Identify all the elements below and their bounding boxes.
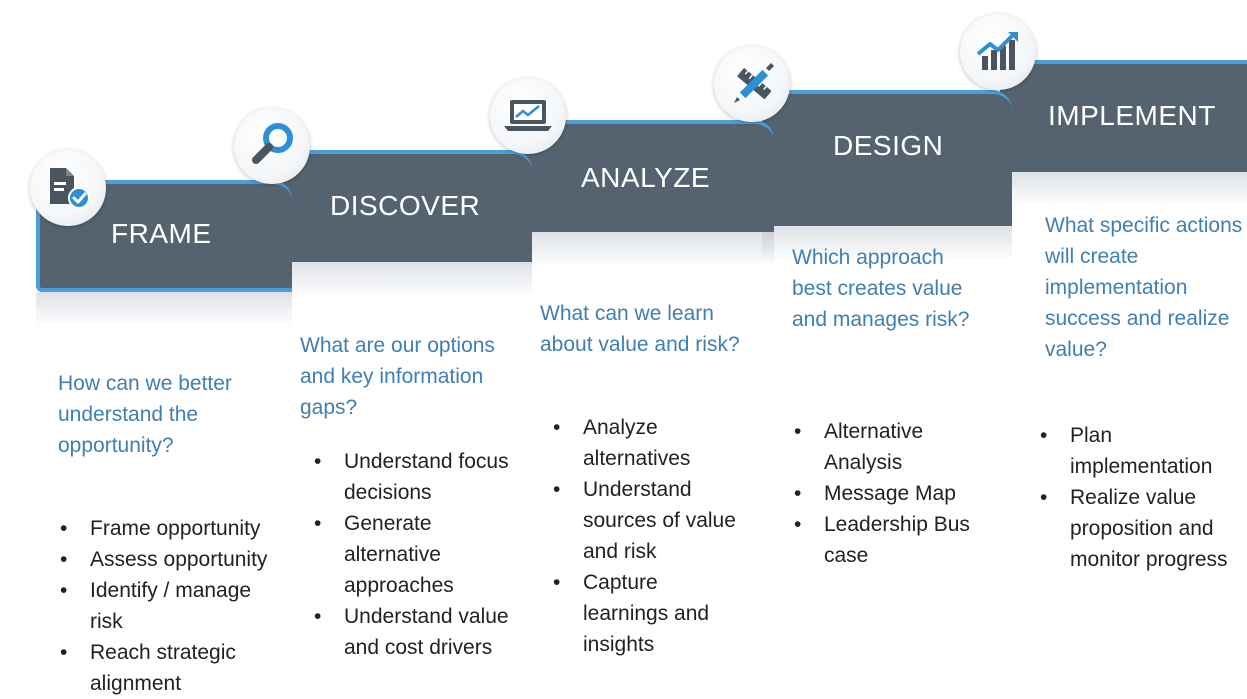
list-item: Realize value proposition and monitor pr… [1032,482,1240,575]
list-item: Assess opportunity [52,544,277,575]
analyze-block [520,120,774,232]
pencil-ruler-icon [714,46,790,122]
list-item: Reach strategic alignment [52,637,260,699]
bullets-frame: Frame opportunity Assess opportunity Ide… [52,513,277,699]
discover-reflection [280,262,532,298]
list-item: Capture learnings and insights [545,567,733,660]
growth-chart-icon [960,14,1036,90]
list-item: Generate alternative approaches [306,508,484,601]
implement-reflection [1000,172,1247,208]
list-item: Plan implementation [1032,420,1230,482]
list-item: Frame opportunity [52,513,277,544]
discover-block [280,150,532,262]
analyze-reflection [520,232,774,268]
question-design: Which approach best creates value and ma… [792,246,970,331]
list-item: Leadership Bus case [786,509,984,571]
magnifier-icon [234,108,310,184]
step-title-frame: FRAME [111,218,212,249]
list-item: Understand sources of value and risk [545,474,743,567]
bullets-implement: Plan implementation Realize value propos… [1032,420,1237,575]
list-item: Understand focus decisions [306,446,526,508]
question-analyze: What can we learn about value and risk? [540,302,740,356]
step-title-implement: IMPLEMENT [1048,100,1216,131]
step-title-design: DESIGN [833,130,944,161]
frame-reflection [36,292,292,328]
step-title-discover: DISCOVER [330,190,481,221]
bullets-discover: Understand focus decisions Generate alte… [306,446,526,663]
question-implement: What specific actions will create implem… [1045,214,1243,361]
list-item: Identify / manage risk [52,575,260,637]
step-title-analyze: ANALYZE [581,162,711,193]
list-item: Understand value and cost drivers [306,601,514,663]
question-frame: How can we better understand the opportu… [58,372,232,457]
design-reflection [762,226,1012,262]
implement-block [1000,60,1247,172]
bullets-design: Alternative Analysis Message Map Leaders… [786,416,986,571]
bullets-analyze: Analyze alternatives Understand sources … [545,412,745,660]
question-discover: What are our options and key information… [300,334,495,419]
list-item: Alternative Analysis [786,416,964,478]
design-block [762,90,1012,226]
document-check-icon [30,150,106,226]
list-item: Analyze alternatives [545,412,723,474]
laptop-chart-icon [490,78,566,154]
list-item: Message Map [786,478,986,509]
